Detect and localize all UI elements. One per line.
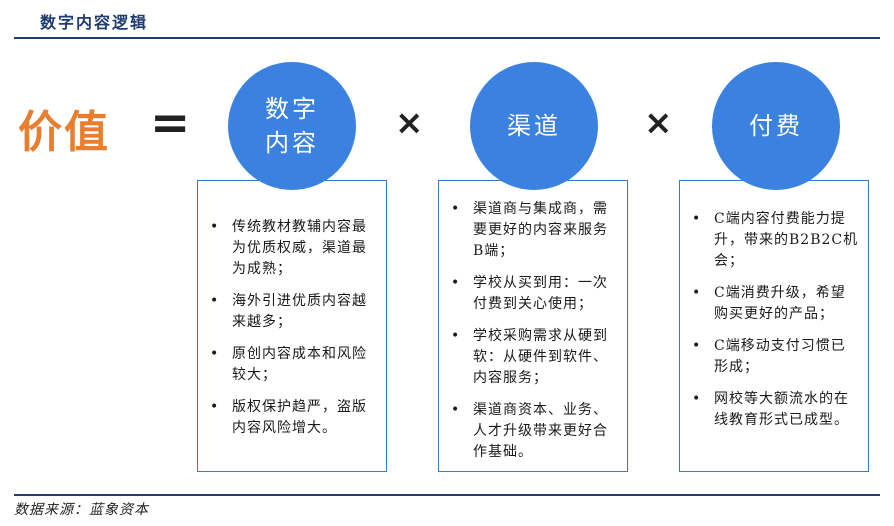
list-item: 学校从买到用：一次付费到关心使用； — [439, 273, 627, 315]
source-note: 数据来源：蓝象资本 — [14, 502, 149, 518]
factor-circle-payment: 付费 — [712, 62, 840, 190]
header-divider — [14, 37, 880, 39]
multiply-sign-1: × — [395, 103, 424, 143]
list-item: C端移动支付习惯已形成； — [680, 336, 868, 378]
list-item: 学校采购需求从硬到软：从硬件到软件、内容服务； — [439, 326, 627, 389]
bullet-list: 传统教材教辅内容最为优质权威，渠道最为成熟； 海外引进优质内容越来越多； 原创内… — [198, 217, 386, 450]
list-item: C端消费升级，希望购买更好的产品； — [680, 283, 868, 325]
factor-circle-channel: 渠道 — [470, 62, 598, 190]
factor-circle-digital-content: 数字 内容 — [228, 62, 356, 190]
footer-divider — [14, 494, 880, 496]
factor-box-channel: 渠道商与集成商，需要更好的内容来服务B端； 学校从买到用：一次付费到关心使用； … — [438, 180, 628, 472]
list-item: C端内容付费能力提升，带来的B2B2C机会； — [680, 209, 868, 272]
bullet-list: 渠道商与集成商，需要更好的内容来服务B端； 学校从买到用：一次付费到关心使用； … — [439, 199, 627, 474]
list-item: 渠道商与集成商，需要更好的内容来服务B端； — [439, 199, 627, 262]
list-item: 版权保护趋严，盗版内容风险增大。 — [198, 397, 386, 439]
bullet-list: C端内容付费能力提升，带来的B2B2C机会； C端消费升级，希望购买更好的产品；… — [680, 209, 868, 442]
list-item: 渠道商资本、业务、人才升级带来更好合作基础。 — [439, 400, 627, 463]
factor-title-line: 付费 — [749, 112, 803, 140]
list-item: 海外引进优质内容越来越多； — [198, 291, 386, 333]
equals-sign: = — [150, 95, 191, 151]
list-item: 原创内容成本和风险较大； — [198, 344, 386, 386]
list-item: 传统教材教辅内容最为优质权威，渠道最为成熟； — [198, 217, 386, 280]
value-label: 价值 — [18, 107, 110, 158]
page-title: 数字内容逻辑 — [40, 13, 149, 32]
factor-title-line: 渠道 — [507, 112, 561, 140]
factor-title-line: 数字 — [265, 95, 319, 123]
list-item: 网校等大额流水的在线教育形式已成型。 — [680, 389, 868, 431]
multiply-sign-2: × — [644, 103, 673, 143]
factor-title-line: 内容 — [265, 129, 319, 157]
factor-box-digital-content: 传统教材教辅内容最为优质权威，渠道最为成熟； 海外引进优质内容越来越多； 原创内… — [197, 180, 387, 472]
factor-box-payment: C端内容付费能力提升，带来的B2B2C机会； C端消费升级，希望购买更好的产品；… — [679, 180, 869, 472]
